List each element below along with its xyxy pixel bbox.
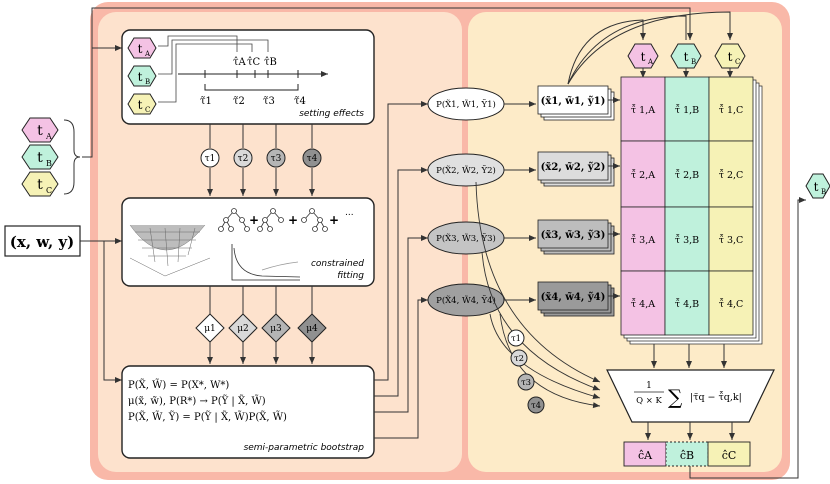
grid-hex-b: t (684, 50, 689, 64)
left-treatment-hexagons: t A t B t C (21, 117, 81, 197)
grid-cell-2-a: τ̂̃ 2,A (631, 168, 655, 181)
grid-cell-3-c: τ̂̃ 3,C (719, 233, 744, 246)
curve-tau-2: τ2 (514, 354, 524, 364)
se-hex-c: t (138, 98, 143, 112)
mu-node-row: μ1 μ2 μ3 μ4 (195, 286, 327, 364)
selected-treatment-hexagon: t B (805, 173, 830, 199)
tau-node-row: τ1 τ2 τ3 τ4 (200, 124, 322, 196)
tau-node-2: τ2 (238, 154, 249, 164)
se-top-label-c: τ̂C (247, 57, 261, 68)
grid-cell-1-b: τ̂̃ 1,B (675, 103, 699, 116)
curve-tau-1: τ1 (511, 334, 521, 344)
error-boxes: ĉA ĉB ĉC (623, 441, 751, 467)
input-data-box: (x, w, y) (4, 225, 81, 257)
distribution-1: P(X̃1, W̃1, Ỹ1) (436, 98, 496, 110)
constrained-fitting-box: + + + ... constrained fitting (121, 197, 375, 287)
plus-2: + (288, 213, 298, 227)
plus-3: + (329, 213, 339, 227)
grid-cell-4-b: τ̂̃ 4,B (675, 297, 699, 310)
tau-node-3: τ3 (271, 154, 282, 164)
se-tau-2: τ̃2 (233, 96, 245, 107)
grid-cell-2-b: τ̂̃ 2,B (675, 168, 699, 181)
svg-text:B: B (691, 58, 696, 66)
ensemble-ellipsis: ... (345, 208, 354, 218)
mu-node-2: μ2 (237, 324, 249, 334)
svg-text:A: A (647, 58, 654, 66)
bootstrap-box: P(X̃, W̃) = P(X*, W*) μ(x̃, w̃), P(R*) →… (121, 365, 375, 459)
grid-cell-1-c: τ̂̃ 1,C (719, 103, 744, 116)
error-b: ĉB (680, 449, 694, 462)
error-aggregator: 1 Q × K ∑ |τ̃q − τ̂̃q,k| (606, 369, 775, 423)
selected-hex-sub: B (821, 188, 826, 196)
se-hex-b: t (138, 70, 143, 84)
setting-effects-box: t A t B t C τ̂A τ̂C τ̂B τ̃1 τ̃2 τ̃3 τ̃4 … (121, 29, 375, 125)
svg-text:A: A (144, 50, 151, 58)
sum-symbol: ∑ (668, 385, 683, 409)
error-a: ĉA (638, 449, 653, 462)
svg-text:C: C (145, 106, 150, 114)
grid-hex-c: t (728, 50, 733, 64)
se-top-label-a: τ̂A (233, 57, 247, 68)
tau-node-4: τ4 (307, 154, 318, 164)
grid-hex-a: t (641, 50, 646, 64)
frac-top: 1 (646, 381, 652, 391)
error-c: ĉC (722, 449, 737, 462)
dataset-1: (x̃1, w̃1, ỹ1) (541, 96, 606, 107)
se-hex-a: t (138, 42, 143, 56)
tree-ensemble (218, 208, 328, 232)
input-data-label: (x, w, y) (10, 233, 74, 251)
grid-cell-3-a: τ̂̃ 3,A (631, 233, 655, 246)
dataset-column: (x̃1, w̃1, ỹ1) (x̃2, w̃2, ỹ2) (x̃3, w̃3,… (537, 85, 615, 317)
distribution-2: P(X̃2, W̃2, Ỹ2) (436, 164, 496, 176)
hex-sub-c: C (46, 186, 52, 195)
setting-effects-caption: setting effects (299, 109, 364, 119)
grid-cell-4-c: τ̂̃ 4,C (719, 297, 744, 310)
grid-cell-4-a: τ̂̃ 4,A (631, 297, 655, 310)
tau-curve-nodes: τ1 τ2 τ3 τ4 (507, 329, 545, 414)
grid-cell-1-a: τ̂̃ 1,A (631, 103, 655, 116)
fitting-caption-line2: fitting (337, 271, 364, 281)
bootstrap-line-1: P(X̃, W̃) = P(X*, W*) (128, 379, 229, 391)
frac-bottom: Q × K (636, 396, 662, 406)
hex-sub-a: A (45, 132, 52, 141)
bootstrap-line-3: P(X̃, W̃, Ỹ) = P(Ỹ | X̃, W̃)P(X̃, W̃) (128, 411, 287, 423)
fitting-caption-line1: constrained (311, 259, 364, 269)
distribution-column: P(X̃1, W̃1, Ỹ1) P(X̃2, W̃2, Ỹ2) P(X̃3, W… (427, 87, 505, 317)
curve-tau-4: τ4 (531, 401, 541, 411)
bootstrap-caption: semi-parametric bootstrap (244, 443, 365, 453)
dataset-3: (x̃3, w̃3, ỹ3) (541, 230, 606, 241)
distribution-3: P(X̃3, W̃3, Ỹ3) (436, 232, 496, 244)
svg-text:C: C (735, 58, 740, 66)
grid-treatment-hexagons: t A t B t C (627, 43, 746, 69)
hex-label-b: t (37, 150, 43, 166)
mu-node-4: μ4 (306, 324, 318, 334)
mu-node-3: μ3 (270, 324, 282, 334)
loss-curve-inset (231, 244, 301, 281)
curve-tau-3: τ3 (521, 378, 531, 388)
se-tau-1: τ̃1 (200, 96, 212, 107)
grid-cell-3-b: τ̂̃ 3,B (675, 233, 699, 246)
surface-plot (129, 224, 211, 277)
se-tau-3: τ̃3 (263, 96, 275, 107)
svg-text:B: B (145, 78, 150, 86)
grid-cell-2-c: τ̂̃ 2,C (719, 168, 744, 181)
tau-node-1: τ1 (205, 154, 216, 164)
distribution-4: P(X̃4, W̃4, Ỹ4) (436, 294, 496, 306)
plus-1: + (249, 213, 259, 227)
hex-label-c: t (37, 177, 43, 193)
hex-sub-b: B (46, 159, 52, 168)
dataset-2: (x̃2, w̃2, ỹ2) (541, 162, 606, 173)
bootstrap-line-2: μ(x̃, w̃), P(R*) → P(Ỹ | X̃, W̃) (128, 395, 266, 407)
mu-node-1: μ1 (204, 324, 216, 334)
se-top-label-b: τ̂B (264, 57, 277, 68)
error-body: |τ̃q − τ̂̃q,k| (690, 390, 742, 403)
se-tau-4: τ̃4 (294, 96, 306, 107)
selected-hex-label: t (814, 180, 819, 194)
dataset-4: (x̃4, w̃4, ỹ4) (541, 292, 606, 303)
effect-grid: τ̂̃ 1,A τ̂̃ 1,B τ̂̃ 1,C τ̂̃ 2,A τ̂̃ 2,B … (620, 76, 763, 345)
hex-label-a: t (37, 123, 43, 139)
